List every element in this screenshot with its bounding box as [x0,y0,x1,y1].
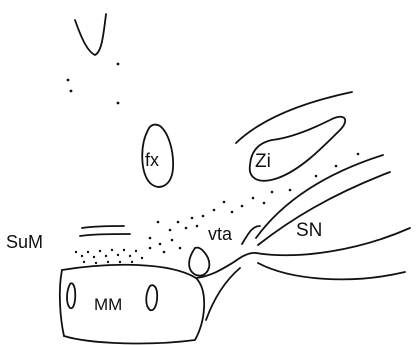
mm-left-edge [58,269,65,337]
top-v-tract-outline [74,13,107,56]
zi-outer-boundary [235,91,353,144]
sn-bottom-boundary [257,262,406,281]
fx-region-outline [141,123,174,188]
upper-scatter-dots [66,62,120,105]
vta-small-loop [188,246,211,277]
mm-left-oval [66,282,77,310]
mm-region-outline [61,263,206,345]
sn-middle-boundary [257,171,391,246]
zi-label: Zi [255,151,271,172]
vta-dots [148,152,360,254]
sn-lower-boundary [255,227,411,257]
fx-label: fx [145,150,159,170]
sn-label: SN [296,220,322,241]
sum-line-upper [81,225,125,229]
mm-right-oval [145,284,159,312]
sum-dots [74,248,144,265]
zi-region-outline [248,115,347,182]
sn-upper-boundary [255,154,384,239]
sum-label: SuM [6,232,43,252]
vta-label: vta [208,224,233,244]
ventral-boundary [195,251,257,279]
midline-notch [205,267,241,321]
sum-line-lower [79,233,131,237]
mm-label: MM [94,295,122,314]
vta-hook [241,225,261,245]
